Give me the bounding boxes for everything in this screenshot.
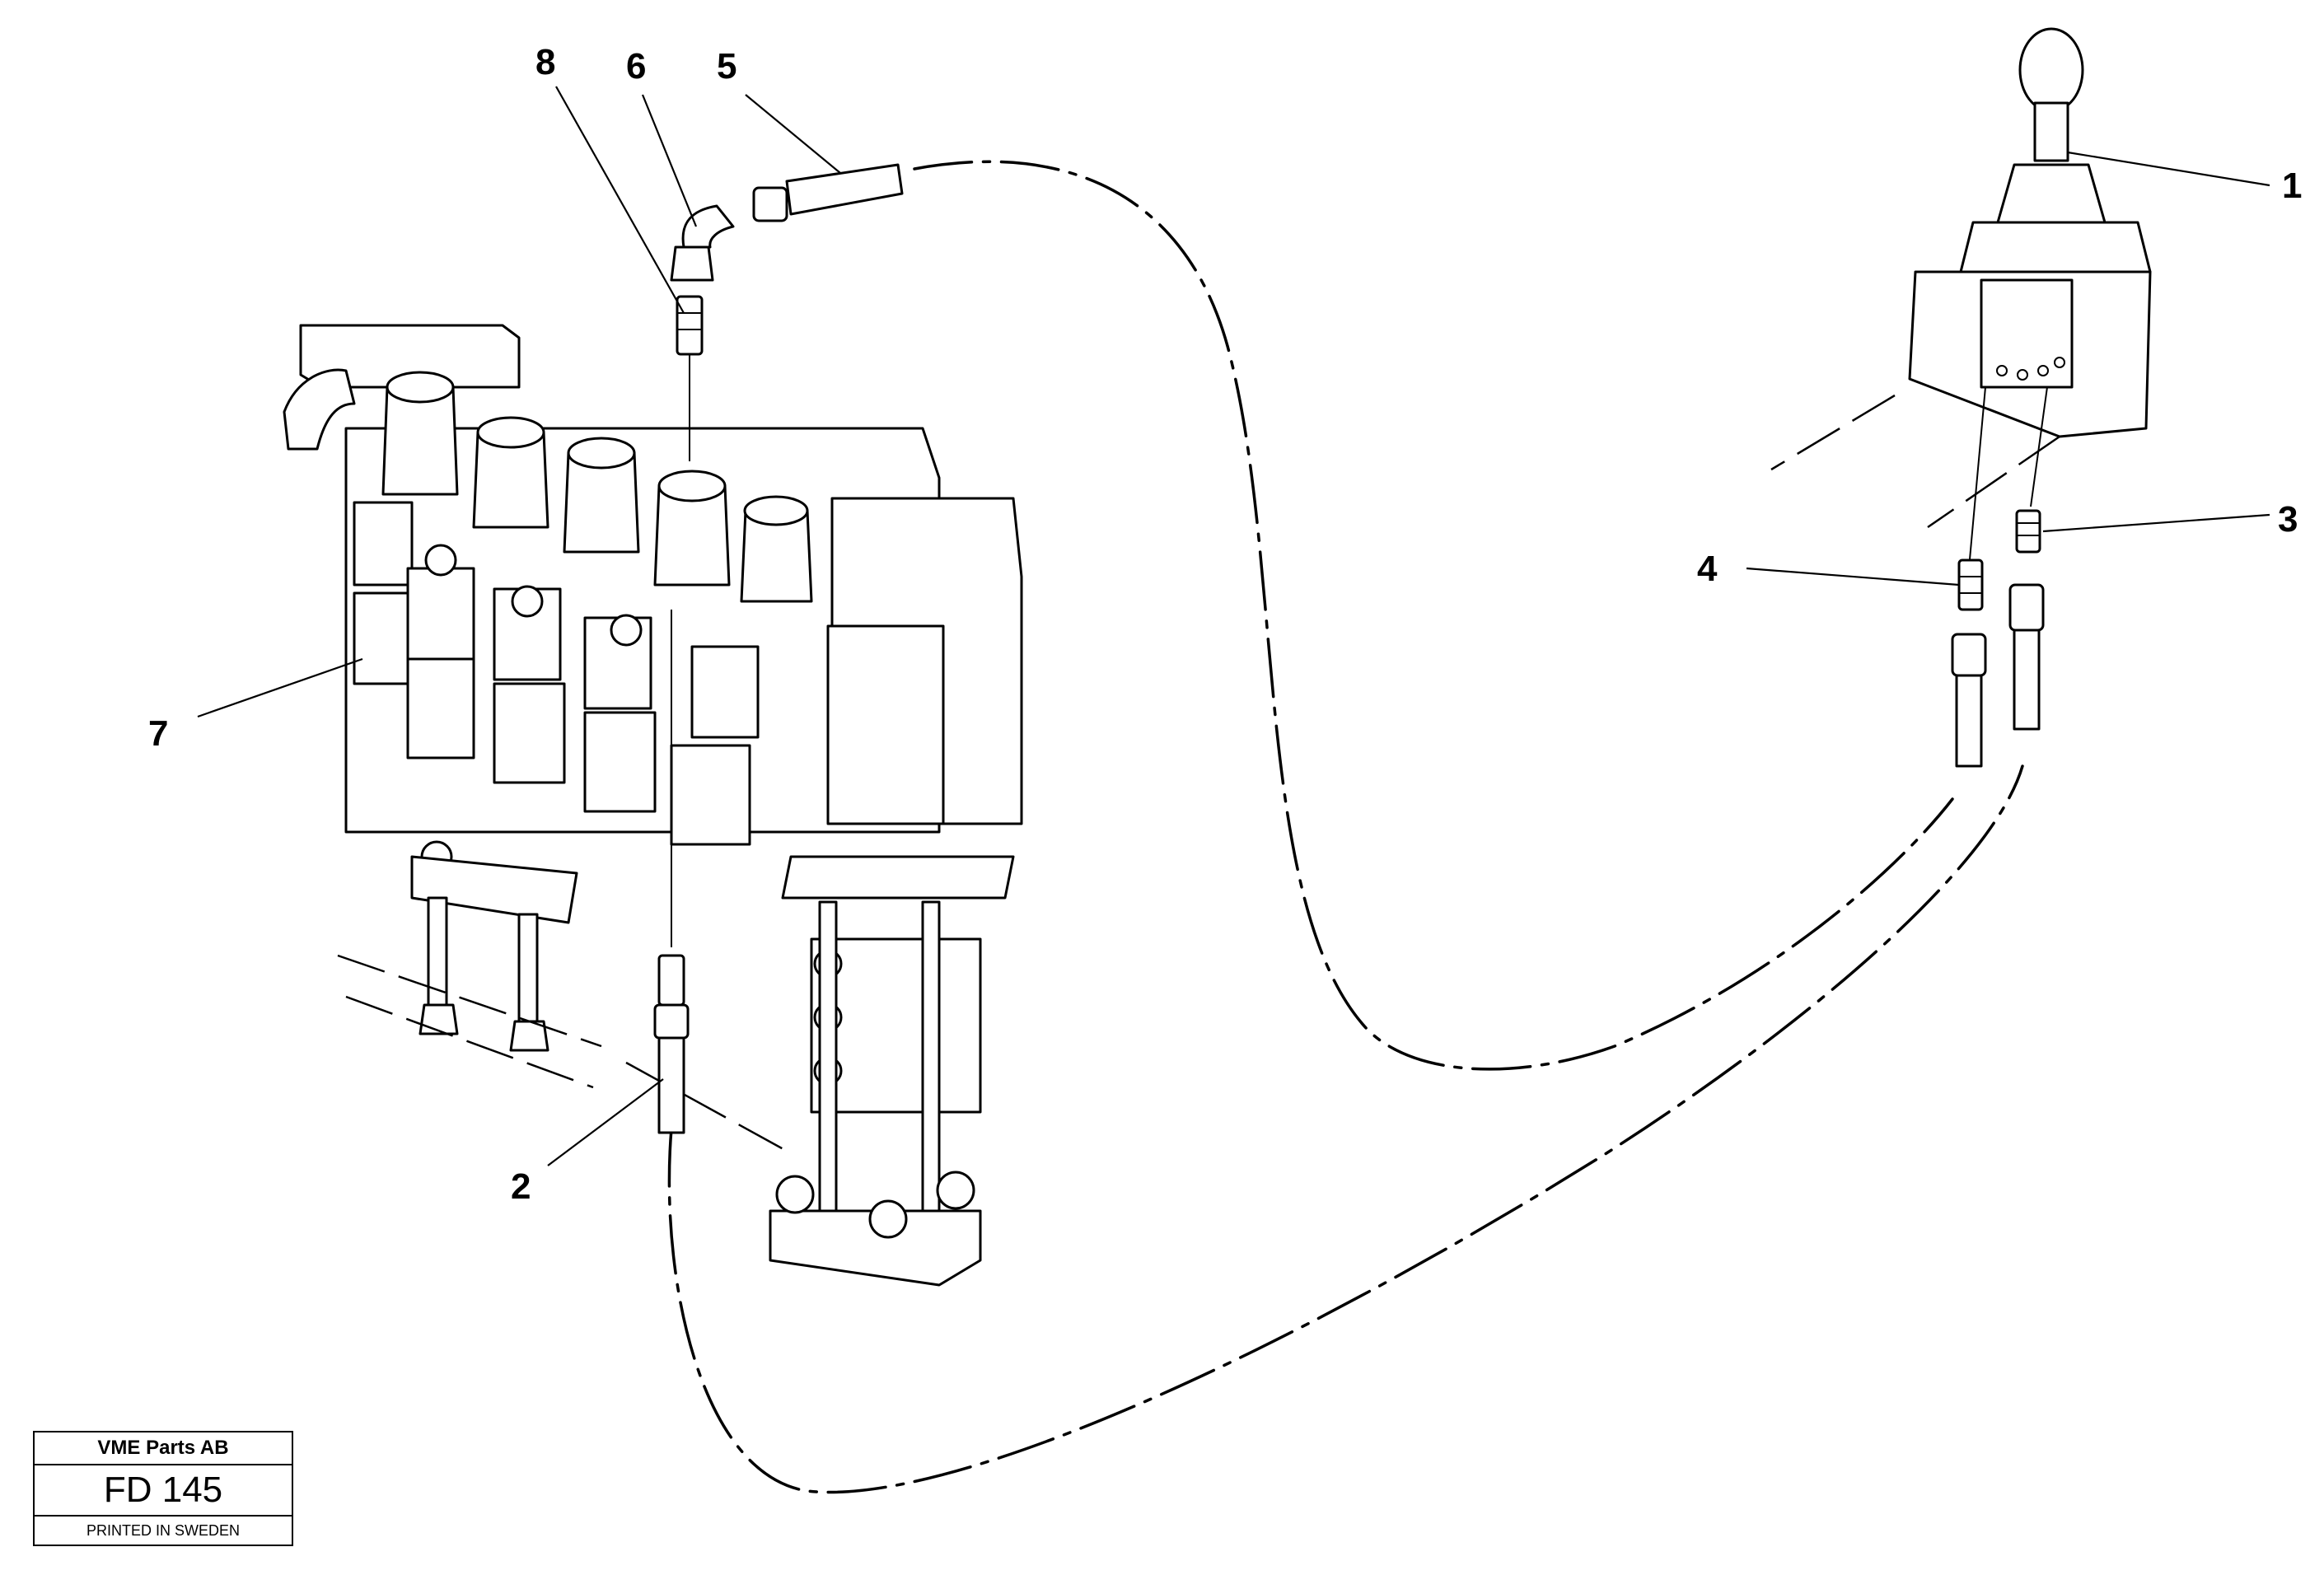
frame-line-2 (345, 995, 594, 1089)
joystick-ports (1996, 357, 2065, 381)
callout-leaders (197, 86, 2270, 1166)
axis-line-1 (1968, 386, 1986, 569)
callout-5: 5 (717, 46, 736, 86)
support-posts (419, 896, 549, 1052)
leader-4 (1746, 567, 1960, 587)
fitting-8 (676, 295, 704, 461)
title-block-code: FD 145 (35, 1465, 292, 1517)
callout-3: 3 (2278, 499, 2298, 540)
fitting-2 (653, 610, 690, 1134)
hose-end-4 (1951, 633, 1987, 768)
joystick-flange (1959, 221, 2152, 273)
hose-5 (752, 163, 904, 222)
valve-caps (381, 371, 813, 603)
leader-1 (2067, 151, 2270, 187)
title-block-company: VME Parts AB (35, 1432, 292, 1465)
leader-5 (745, 94, 841, 174)
valve-top-connector (299, 324, 521, 389)
joystick-boot (1996, 163, 2107, 224)
hose-lower-loop (667, 764, 2024, 1494)
callout-7: 7 (148, 713, 168, 754)
pedestal-base (769, 1209, 982, 1287)
title-block-printed: PRINTED IN SWEDEN (86, 1522, 240, 1539)
callout-6: 6 (626, 46, 646, 86)
joystick-assembly (1770, 27, 2152, 569)
fitting-6 (670, 204, 735, 282)
axis-line-2 (2030, 386, 2048, 507)
callout-8: 8 (535, 42, 555, 82)
hose-end-3 (2008, 583, 2045, 731)
fitting-4 (1957, 558, 1984, 611)
joystick-knob (2018, 27, 2084, 113)
frame-line-1 (337, 954, 602, 1048)
leader-7 (197, 657, 363, 718)
joystick-valve-body (1980, 278, 2074, 389)
callout-2: 2 (511, 1166, 531, 1207)
frame-line-3 (625, 1061, 792, 1155)
joystick-shaft (2033, 101, 2069, 162)
mounting-bracket (410, 855, 578, 924)
leader-2 (547, 1078, 664, 1166)
title-block: VME Parts AB FD 145 PRINTED IN SWEDEN (33, 1431, 293, 1546)
valve-block (283, 324, 1023, 1155)
leader-3 (2042, 513, 2270, 533)
pedestal (769, 855, 1015, 1287)
hose-upper-loop (913, 160, 1954, 1071)
callout-1: 1 (2282, 166, 2302, 206)
leader-6 (641, 94, 698, 227)
callout-labels: 1 2 3 4 5 6 7 8 (148, 42, 2302, 1207)
mount-line-1 (1770, 394, 1896, 471)
leader-8 (555, 86, 685, 314)
valve-elbow-fitting (283, 368, 356, 451)
callout-4: 4 (1697, 549, 1718, 589)
fitting-3 (2015, 509, 2041, 554)
